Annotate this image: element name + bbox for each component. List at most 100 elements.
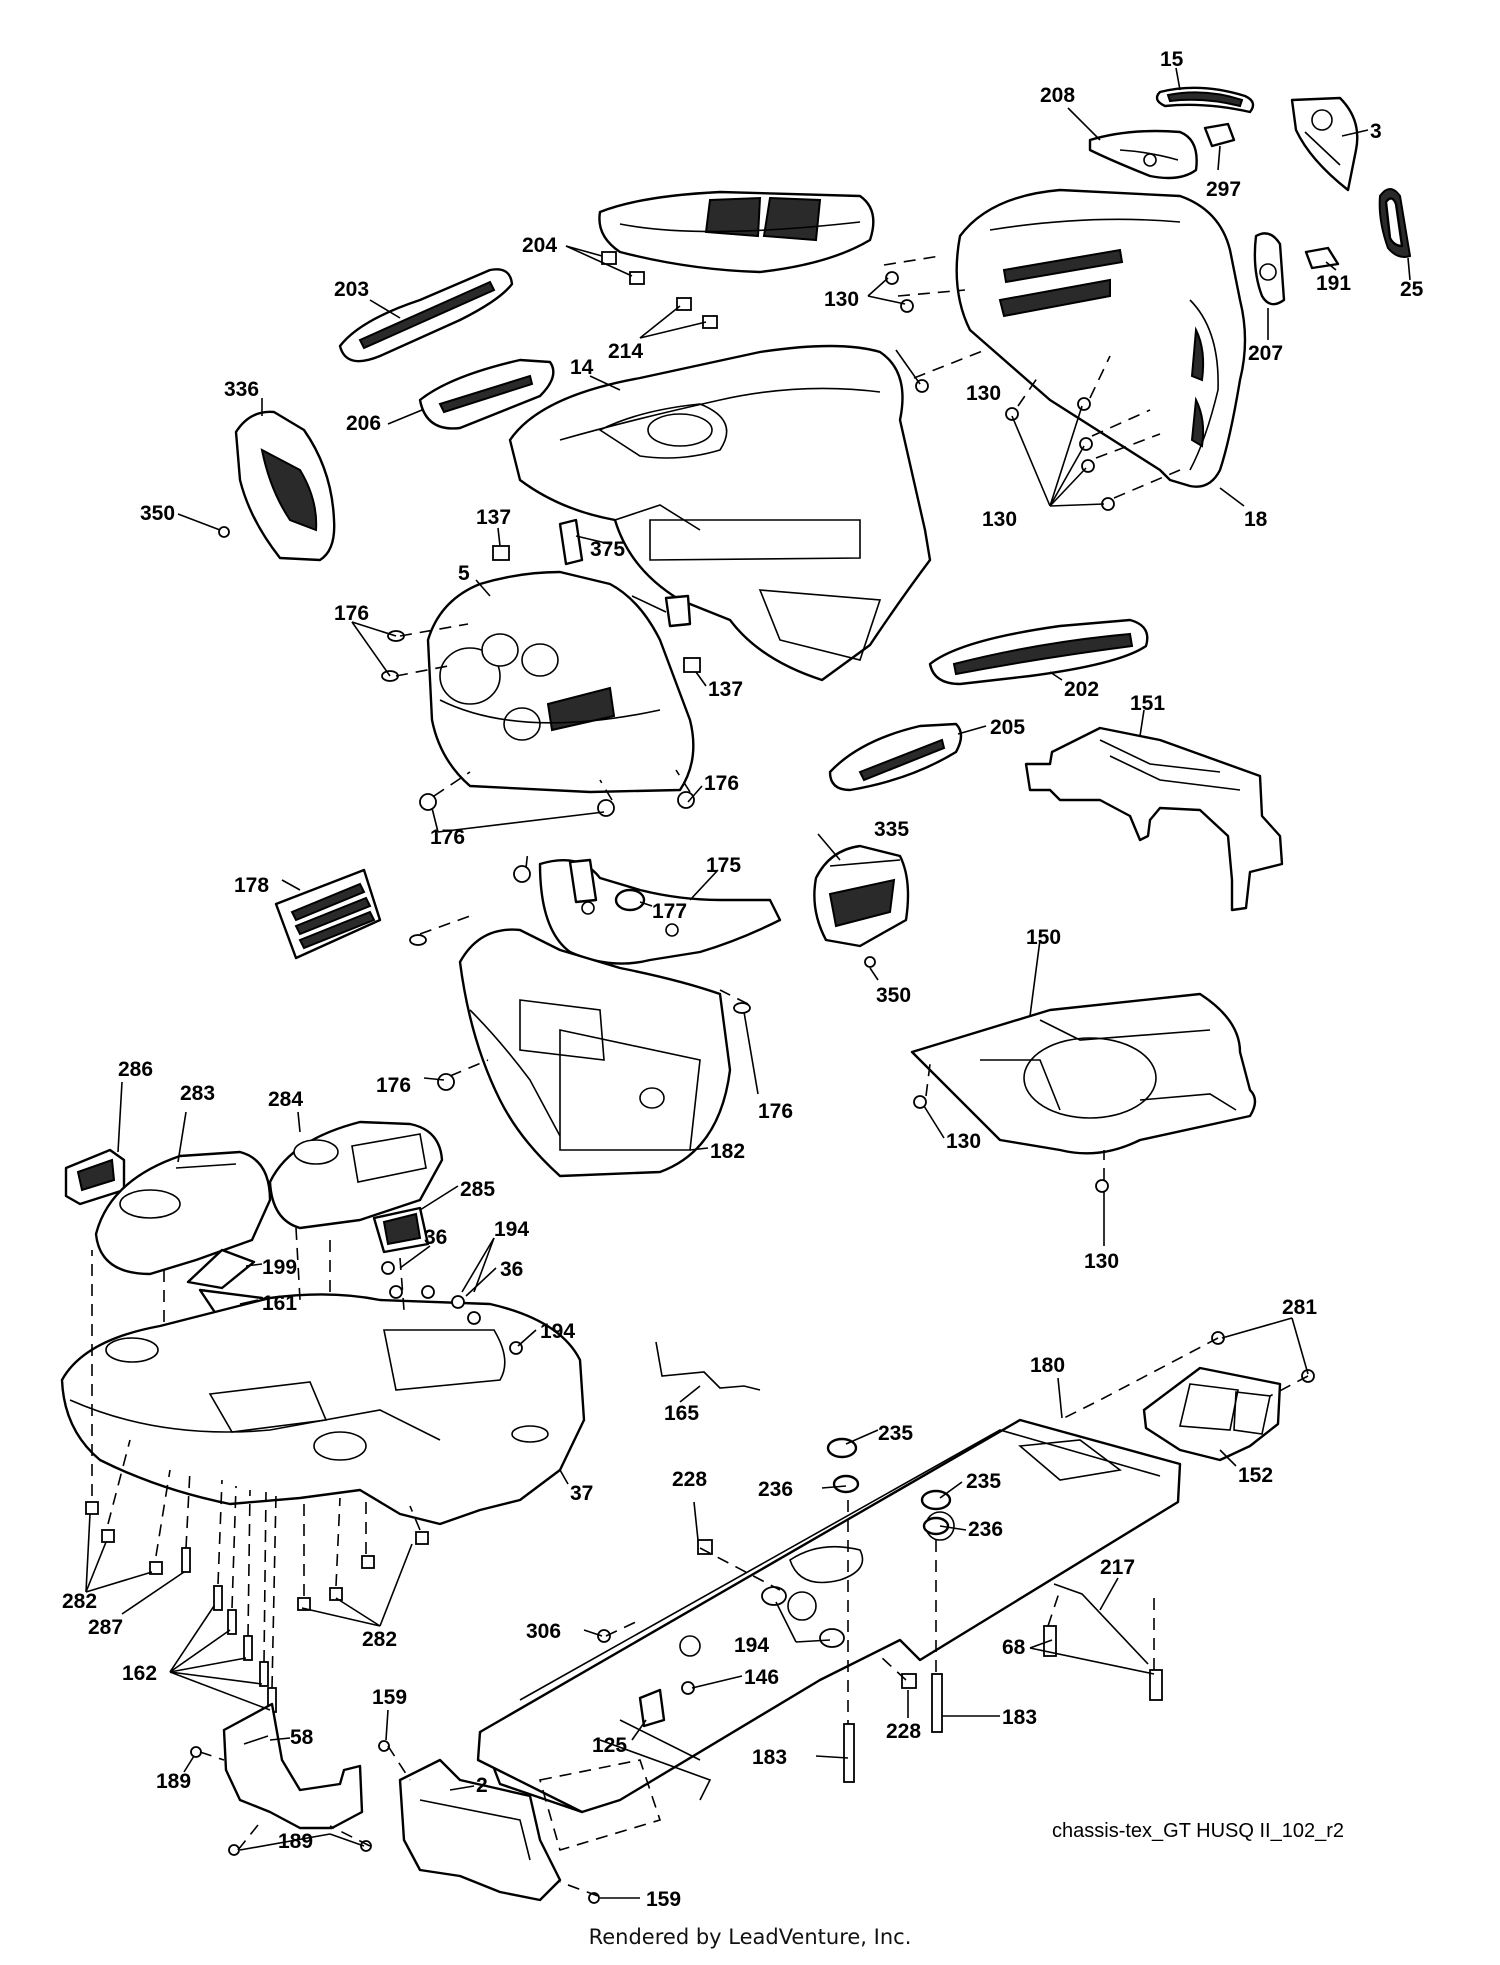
callout-189: 189 <box>156 1770 191 1793</box>
part-207-light-socket[interactable] <box>1253 232 1286 306</box>
callout-236: 236 <box>758 1478 793 1501</box>
part-151-bracket[interactable] <box>1024 726 1284 912</box>
callout-285: 285 <box>460 1178 495 1201</box>
part-37-fender-deck[interactable] <box>60 1293 586 1526</box>
part-217-rod[interactable] <box>1053 1583 1149 1665</box>
callout-176: 176 <box>758 1100 793 1123</box>
callout-137: 137 <box>708 678 743 701</box>
callout-183: 183 <box>1002 1706 1037 1729</box>
part-18-front-bumper[interactable] <box>955 188 1247 488</box>
callout-182: 182 <box>710 1140 745 1163</box>
callout-207: 207 <box>1248 342 1283 365</box>
callout-130: 130 <box>1084 1250 1119 1273</box>
callout-165: 165 <box>664 1402 699 1425</box>
callout-68: 68 <box>1002 1636 1026 1659</box>
callout-58: 58 <box>290 1726 314 1749</box>
callout-228: 228 <box>672 1468 707 1491</box>
diagram-code: chassis-tex_GT HUSQ II_102_r2 <box>1052 1820 1344 1842</box>
callout-25: 25 <box>1400 278 1424 301</box>
callout-183: 183 <box>752 1746 787 1769</box>
part-178-plate[interactable] <box>274 868 382 960</box>
callout-150: 150 <box>1026 926 1061 949</box>
part-350-screw-b[interactable] <box>864 956 876 968</box>
callout-180: 180 <box>1030 1354 1065 1377</box>
part-335-side-trim[interactable] <box>813 844 910 948</box>
callout-284: 284 <box>268 1088 303 1111</box>
callout-286: 286 <box>118 1058 153 1081</box>
part-58-bracket[interactable] <box>222 1702 364 1830</box>
part-282-clips[interactable] <box>85 1501 429 1611</box>
callout-281: 281 <box>1282 1296 1317 1319</box>
part-199-bracket[interactable] <box>186 1248 256 1290</box>
part-3-headlight-lens[interactable] <box>1290 96 1359 192</box>
callout-3: 3 <box>1370 120 1382 143</box>
part-306-nut[interactable] <box>597 1629 611 1643</box>
part-182-console[interactable] <box>458 928 732 1178</box>
part-165-rod[interactable] <box>655 1341 761 1391</box>
callout-176: 176 <box>430 826 465 849</box>
part-68-bolts[interactable] <box>1043 1625 1163 1701</box>
callout-282: 282 <box>62 1590 97 1613</box>
part-208-headlight-housing[interactable] <box>1088 129 1198 180</box>
part-14-hood[interactable] <box>508 344 932 682</box>
part-284-fender-cover-right[interactable] <box>268 1120 444 1230</box>
callout-159: 159 <box>372 1686 407 1709</box>
part-297-clip[interactable] <box>1203 122 1236 148</box>
callout-199: 199 <box>262 1256 297 1279</box>
part-180-frame[interactable] <box>476 1418 1182 1814</box>
part-336-side-panel[interactable] <box>234 410 336 562</box>
callout-283: 283 <box>180 1082 215 1105</box>
part-191-clip[interactable] <box>1304 246 1340 270</box>
hood-top-panel <box>598 190 875 274</box>
part-5-dash-panel[interactable] <box>426 570 695 794</box>
part-205-trim[interactable] <box>828 722 963 792</box>
part-25-side-lens[interactable] <box>1378 188 1412 258</box>
callout-194: 194 <box>494 1218 529 1241</box>
part-177-knob[interactable] <box>614 888 646 912</box>
callout-37: 37 <box>570 1482 593 1505</box>
callout-306: 306 <box>526 1620 561 1643</box>
callout-189: 189 <box>278 1830 313 1853</box>
part-137-clips[interactable] <box>492 545 701 673</box>
part-204-clips[interactable] <box>601 251 645 285</box>
part-176-fasteners-dash[interactable] <box>381 630 695 817</box>
part-152-bracket[interactable] <box>1142 1366 1282 1462</box>
part-176-fasteners-console[interactable] <box>409 865 751 1091</box>
callout-217: 217 <box>1100 1556 1135 1579</box>
callout-375: 375 <box>590 538 625 561</box>
callout-130: 130 <box>824 288 859 311</box>
callout-335: 335 <box>874 818 909 841</box>
part-125-clip[interactable] <box>638 1688 666 1728</box>
callout-350: 350 <box>876 984 911 1007</box>
callout-194: 194 <box>734 1634 769 1657</box>
callout-214: 214 <box>608 340 643 363</box>
callout-350: 350 <box>140 502 175 525</box>
callout-178: 178 <box>234 874 269 897</box>
callout-235: 235 <box>878 1422 913 1445</box>
part-228-bolts[interactable] <box>697 1539 917 1689</box>
callout-206: 206 <box>346 412 381 435</box>
part-130-screws-shield[interactable] <box>913 1095 1109 1193</box>
callout-130: 130 <box>946 1130 981 1153</box>
part-203-vent-grille[interactable] <box>338 268 514 363</box>
callout-161: 161 <box>262 1292 297 1315</box>
part-202-grille[interactable] <box>928 618 1149 686</box>
part-2-bracket[interactable] <box>398 1758 562 1902</box>
callout-176: 176 <box>704 772 739 795</box>
callout-2: 2 <box>476 1774 488 1797</box>
part-375-bracket[interactable] <box>558 518 692 628</box>
part-283-fender-cover-left[interactable] <box>94 1150 272 1276</box>
part-350-screw-a[interactable] <box>218 526 230 538</box>
part-285-pedal-pad[interactable] <box>372 1206 430 1254</box>
part-206-vent[interactable] <box>418 358 555 430</box>
callout-287: 287 <box>88 1616 123 1639</box>
part-175-bracket[interactable] <box>538 858 782 965</box>
callout-176: 176 <box>376 1074 411 1097</box>
part-214-clips[interactable] <box>676 297 718 329</box>
part-183-bolts[interactable] <box>843 1673 943 1783</box>
part-15-lens-trim[interactable] <box>1155 86 1255 114</box>
callout-15: 15 <box>1160 48 1184 71</box>
part-150-shield[interactable] <box>910 992 1257 1155</box>
callout-175: 175 <box>706 854 741 877</box>
